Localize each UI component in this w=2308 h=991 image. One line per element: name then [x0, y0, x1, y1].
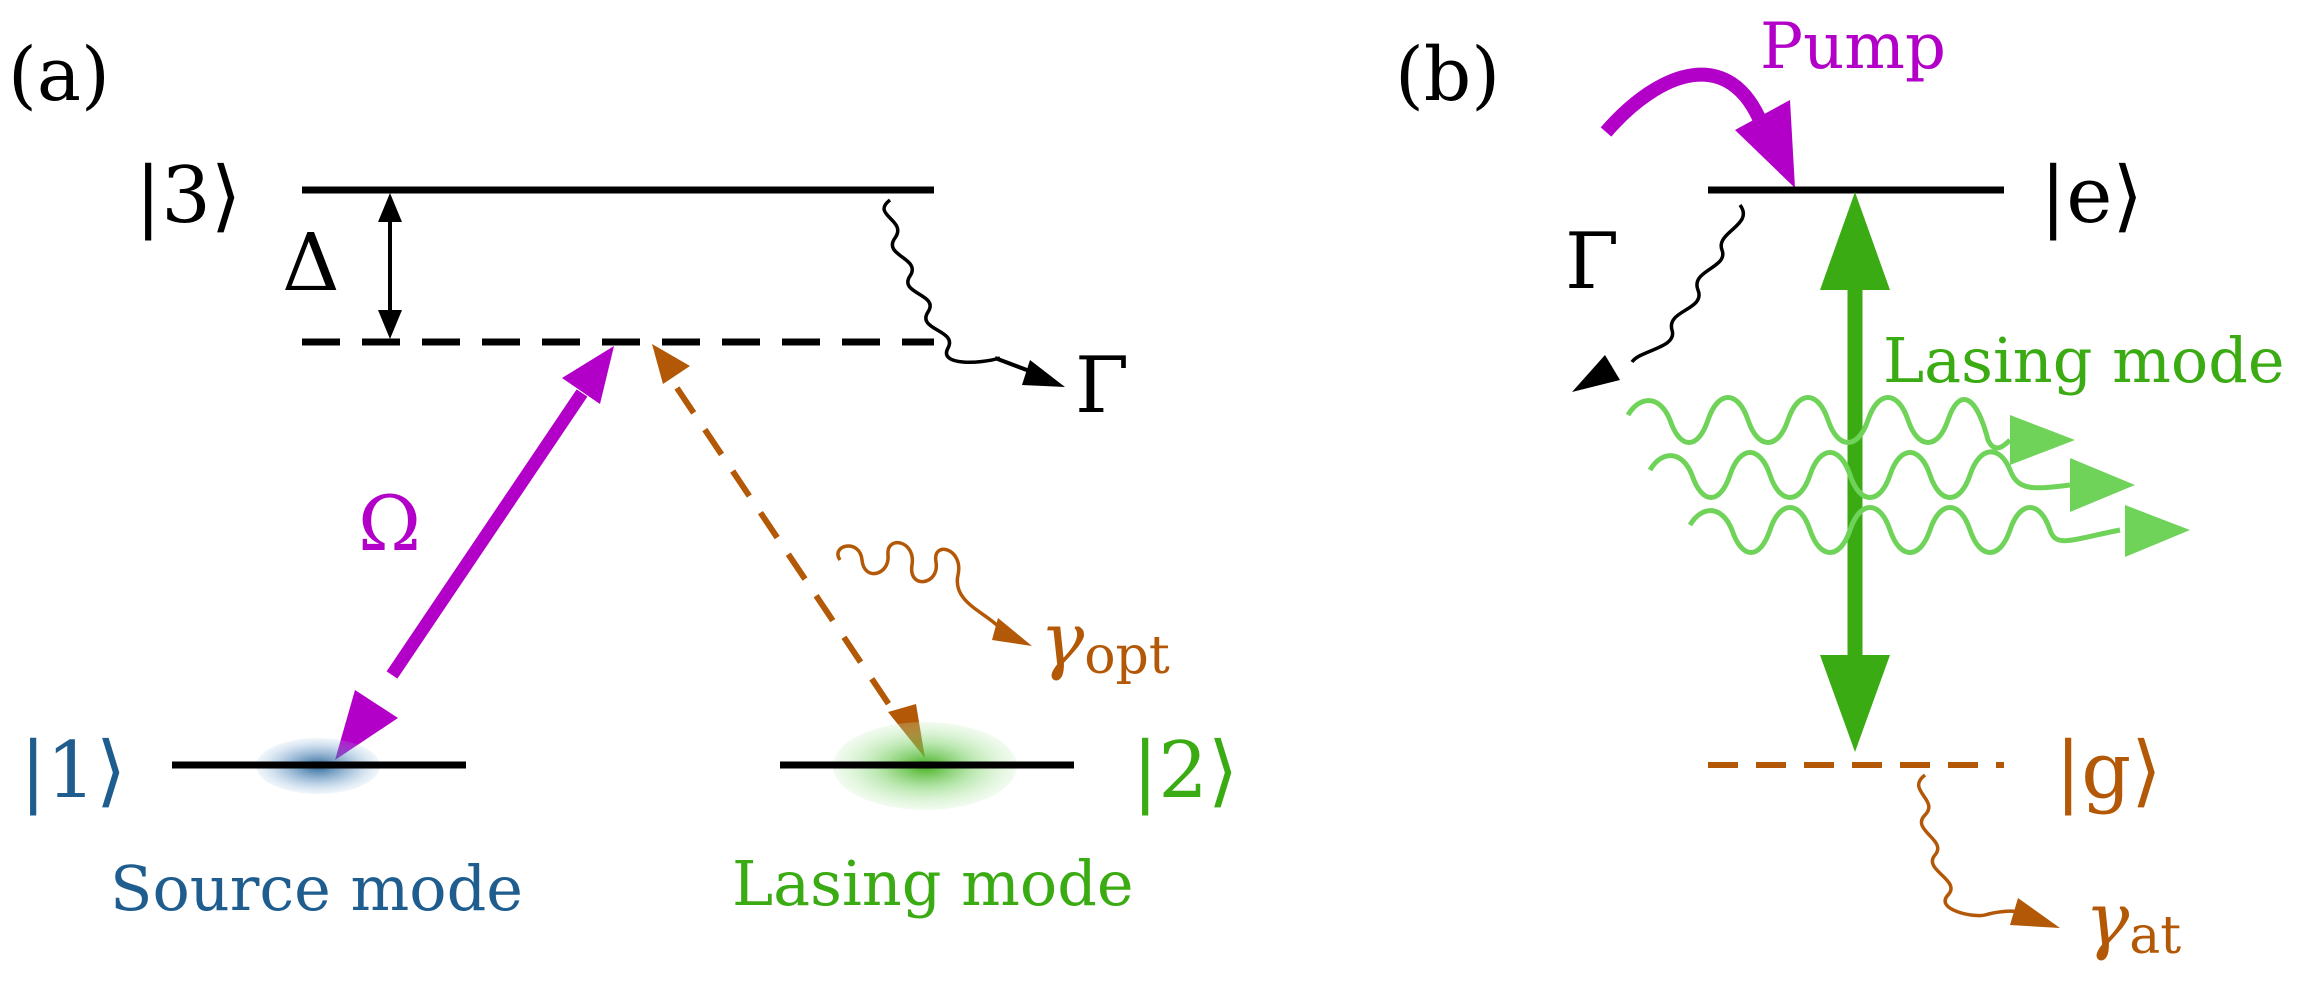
- lasing-mode-label-a: Lasing mode: [732, 847, 1134, 920]
- opt-loss-label: γopt: [1040, 597, 1170, 686]
- decay-label-b: Γ: [1565, 217, 1619, 307]
- level-g-label: |g⟩: [2055, 726, 2162, 816]
- detuning-arrow: [378, 193, 402, 339]
- panel-b-label: (b): [1395, 32, 1500, 118]
- atom-loss-arrow: [1917, 773, 2060, 928]
- panel-a-label: (a): [8, 32, 110, 118]
- lasing-mode-label-b: Lasing mode: [1883, 324, 2285, 397]
- rabi-label: Ω: [358, 479, 421, 568]
- opt-loss-arrow: [836, 540, 1032, 646]
- lasing-transition-arrow: [1820, 192, 1890, 752]
- atom-loss-label: γat: [2085, 877, 2181, 966]
- pump-arrow: [1600, 67, 1795, 188]
- decay-arrow-b: [1572, 203, 1745, 392]
- panel-b: (b) Pump |e⟩ Γ Lasing mode: [1395, 10, 2285, 966]
- detuning-label: Δ: [282, 216, 340, 309]
- decay-label-a: Γ: [1075, 341, 1129, 431]
- photon-waves: [1625, 395, 2190, 557]
- level-e-label: |e⟩: [2040, 151, 2143, 241]
- lasing-coupling-arrow-a: [652, 344, 925, 758]
- level-1-label: |1⟩: [20, 726, 126, 816]
- source-mode-label: Source mode: [110, 852, 523, 925]
- pump-label: Pump: [1760, 10, 1946, 84]
- level-3-label: |3⟩: [135, 151, 241, 241]
- decay-arrow-a: [882, 198, 1065, 387]
- panel-a: (a) |3⟩ Δ Γ Ω: [8, 32, 1238, 925]
- level-2-label: |2⟩: [1132, 726, 1238, 816]
